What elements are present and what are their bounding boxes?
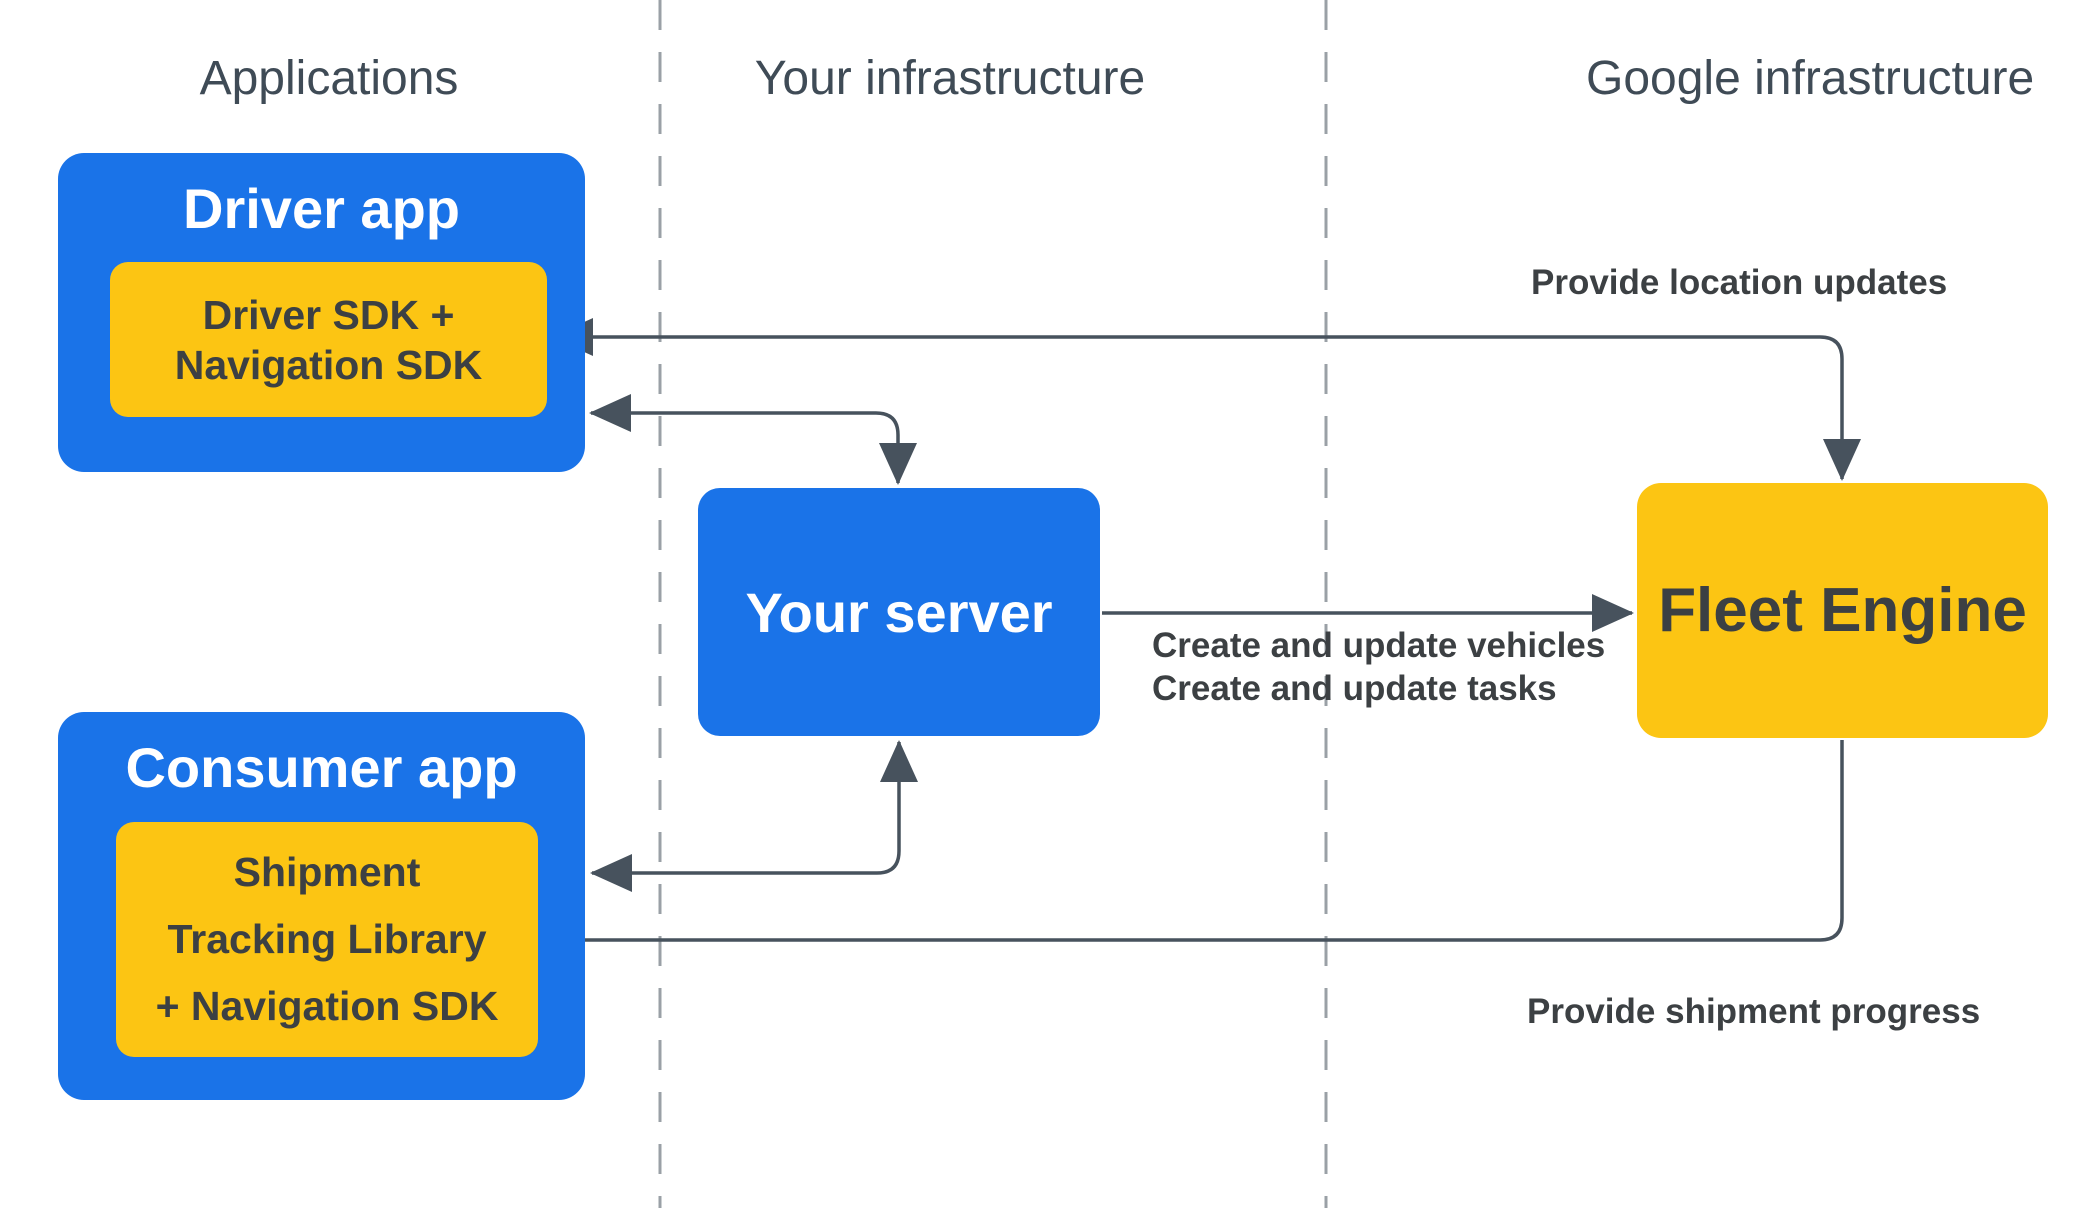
driver-sdk-label-line1: Driver SDK + bbox=[202, 291, 455, 338]
lane-header-applications: Applications bbox=[199, 52, 459, 105]
arrow-driver-app-your-server bbox=[589, 394, 917, 485]
your-server-box: Your server bbox=[698, 488, 1100, 736]
edge-label-provide-location-updates: Provide location updates bbox=[1531, 263, 1948, 302]
lane-header-your-infrastructure: Your infrastructure bbox=[754, 52, 1146, 105]
edge-label-provide-shipment-progress: Provide shipment progress bbox=[1527, 992, 1981, 1031]
arrow-driver-sdk-fleet-engine bbox=[551, 318, 1861, 481]
edge-label-create-update-vehicles: Create and update vehicles bbox=[1152, 626, 1606, 665]
consumer-app-title: Consumer app bbox=[125, 735, 518, 799]
edge-label-create-update-tasks: Create and update tasks bbox=[1152, 669, 1557, 708]
edge-label-create-update: Create and update vehicles Create and up… bbox=[1152, 624, 1605, 710]
arrow-fleet-engine-consumer-sdk bbox=[543, 740, 1844, 959]
arrow-your-server-consumer-app bbox=[590, 740, 918, 892]
lane-header-google-infrastructure: Google infrastructure bbox=[1586, 52, 2035, 105]
shipment-tracking-library-box: Shipment Tracking Library + Navigation S… bbox=[116, 822, 538, 1057]
driver-sdk-label-line2: Navigation SDK bbox=[174, 341, 483, 388]
driver-app-title: Driver app bbox=[183, 176, 460, 240]
consumer-sdk-label-line2: Tracking Library bbox=[167, 916, 487, 962]
driver-sdk-box: Driver SDK + Navigation SDK bbox=[110, 262, 547, 417]
fleet-engine-box: Fleet Engine bbox=[1637, 483, 2048, 738]
consumer-sdk-label-line3: + Navigation SDK bbox=[155, 983, 499, 1029]
consumer-sdk-label-line1: Shipment bbox=[233, 849, 421, 895]
